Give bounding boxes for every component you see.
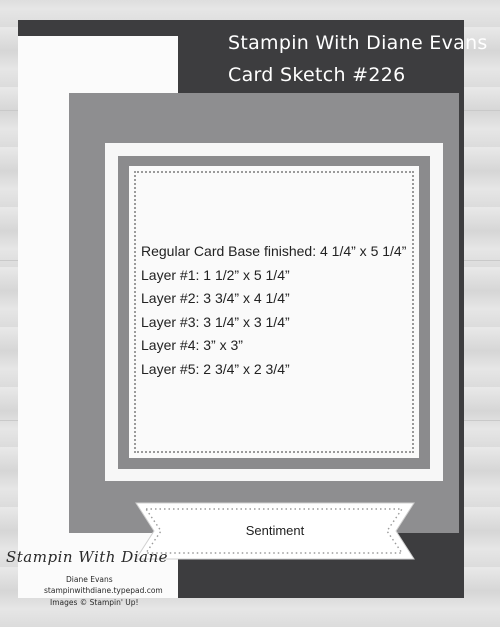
banner-shape	[135, 502, 415, 560]
spec-layer-1: Layer #1: 1 1/2” x 5 1/4”	[141, 266, 290, 283]
spec-base: Regular Card Base finished: 4 1/4” x 5 1…	[141, 243, 407, 259]
header-subtitle: Card Sketch #226	[228, 64, 406, 86]
header-title: Stampin With Diane Evans	[228, 32, 488, 54]
spec-layer-4: Layer #4: 3” x 3”	[141, 337, 243, 353]
spec-layer-3: Layer #3: 3 1/4” x 3 1/4”	[141, 313, 290, 330]
logo-credit: Images © Stampin' Up!	[50, 598, 139, 607]
sentiment-banner: Sentiment	[134, 499, 416, 563]
stitched-border	[134, 171, 414, 453]
logo-script: Stampin With Diane	[6, 548, 169, 566]
spec-layer-5: Layer #5: 2 3/4” x 2 3/4”	[141, 360, 290, 377]
card-specs: Regular Card Base finished: 4 1/4” x 5 1…	[141, 240, 406, 381]
spec-layer-2: Layer #2: 3 3/4” x 4 1/4”	[141, 290, 290, 306]
sentiment-label: Sentiment	[245, 523, 305, 538]
watermark-logo: Stampin With Diane Diane Evans stampinwi…	[6, 548, 176, 618]
layer-stitched-panel	[129, 166, 419, 458]
logo-site: stampinwithdiane.typepad.com	[44, 586, 163, 595]
logo-name: Diane Evans	[66, 575, 113, 584]
